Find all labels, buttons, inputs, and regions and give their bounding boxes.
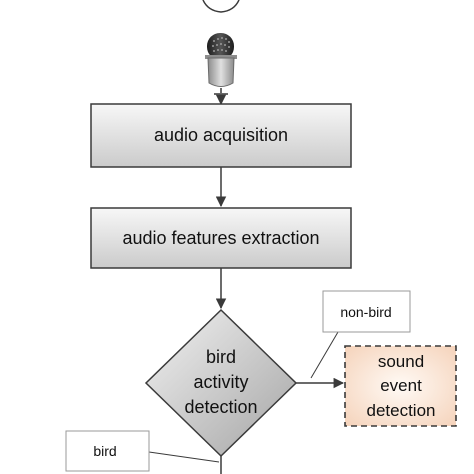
start-terminator xyxy=(202,0,240,13)
process-sound-event-detection: sound event detection xyxy=(344,345,457,427)
sound-event-label-line-1: sound xyxy=(378,352,424,371)
callout-non-bird: non-bird xyxy=(310,290,411,379)
decision-label-line-1: bird xyxy=(206,347,236,367)
callout-bird-label: bird xyxy=(93,443,116,459)
decision-label-line-2: activity xyxy=(193,372,248,392)
process-audio-acquisition: audio acquisition xyxy=(90,103,352,168)
process-audio-features-extraction: audio features extraction xyxy=(90,207,352,269)
callout-bird: bird xyxy=(65,430,220,472)
callout-non-bird-label: non-bird xyxy=(340,304,391,320)
microphone-icon xyxy=(205,33,237,95)
sound-event-label-line-3: detection xyxy=(367,401,436,420)
decision-bird-activity-detection: bird activity detection xyxy=(144,308,298,458)
process-audio-features-extraction-label: audio features extraction xyxy=(122,228,319,248)
sound-event-label-line-2: event xyxy=(380,376,422,395)
process-audio-acquisition-label: audio acquisition xyxy=(154,125,288,145)
decision-label-line-3: detection xyxy=(184,397,257,417)
